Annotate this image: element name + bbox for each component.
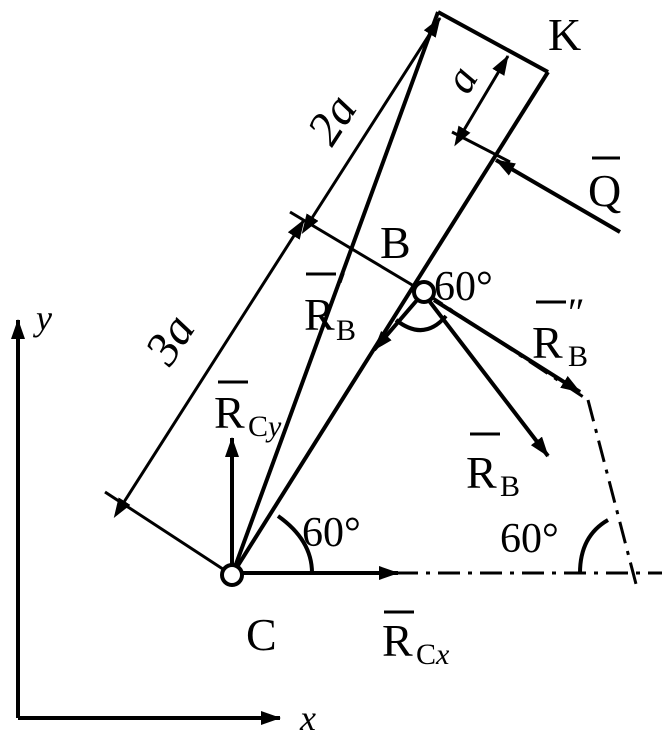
point-c-label: C bbox=[246, 609, 277, 660]
angle-c-label: 60° bbox=[302, 510, 361, 556]
x-axis-label: x bbox=[299, 698, 316, 733]
point-k-label: K bbox=[548, 9, 581, 60]
hinge-c bbox=[220, 563, 244, 587]
angle-right-label: 60° bbox=[500, 516, 559, 562]
point-b-label: B bbox=[380, 217, 411, 268]
force-rb-dprime-label: R bbox=[532, 317, 563, 368]
force-rb-prime-mark: ′ bbox=[338, 264, 347, 309]
force-rb-label: R bbox=[466, 447, 497, 498]
force-rcy-label: R bbox=[214, 387, 245, 438]
angle-b-label: 60° bbox=[434, 264, 493, 310]
dim-2a-arrow bbox=[301, 17, 442, 235]
dim-ext-bottom bbox=[104, 490, 233, 577]
angle-arc-c bbox=[276, 514, 314, 574]
force-rb-prime-label: R bbox=[304, 289, 335, 340]
force-rb-prime-sub: B bbox=[336, 314, 356, 347]
dim-3a-arrow bbox=[113, 219, 306, 519]
dim-a-arrow bbox=[454, 55, 510, 147]
force-rcy-sub2: y bbox=[265, 410, 282, 443]
force-rb-dprime-arrow bbox=[432, 298, 582, 394]
force-rcx-sub: C bbox=[416, 638, 436, 671]
force-rb-dprime-mark: ″ bbox=[568, 290, 585, 335]
force-rcx-label: R bbox=[382, 615, 413, 666]
force-rcy-sub: C bbox=[248, 410, 268, 443]
force-q-label: Q bbox=[588, 165, 621, 216]
dim-2a-label: 2a bbox=[297, 85, 368, 154]
dashdot-diagonal bbox=[586, 399, 638, 585]
angle-arc-right bbox=[578, 518, 610, 574]
force-rb-dprime-sub: B bbox=[568, 340, 588, 373]
force-q-arrow bbox=[494, 158, 622, 234]
dim-3a-label: 3a bbox=[134, 305, 205, 375]
force-rb-sub: B bbox=[500, 470, 520, 503]
hinge-b bbox=[412, 280, 436, 304]
beam-top-edge bbox=[437, 10, 549, 74]
y-axis-label: y bbox=[33, 298, 52, 338]
force-rb-arrow bbox=[428, 300, 550, 458]
force-rcx-sub2: x bbox=[435, 638, 450, 671]
dim-a-label: a bbox=[434, 57, 487, 101]
angle-arc-b bbox=[394, 314, 448, 332]
